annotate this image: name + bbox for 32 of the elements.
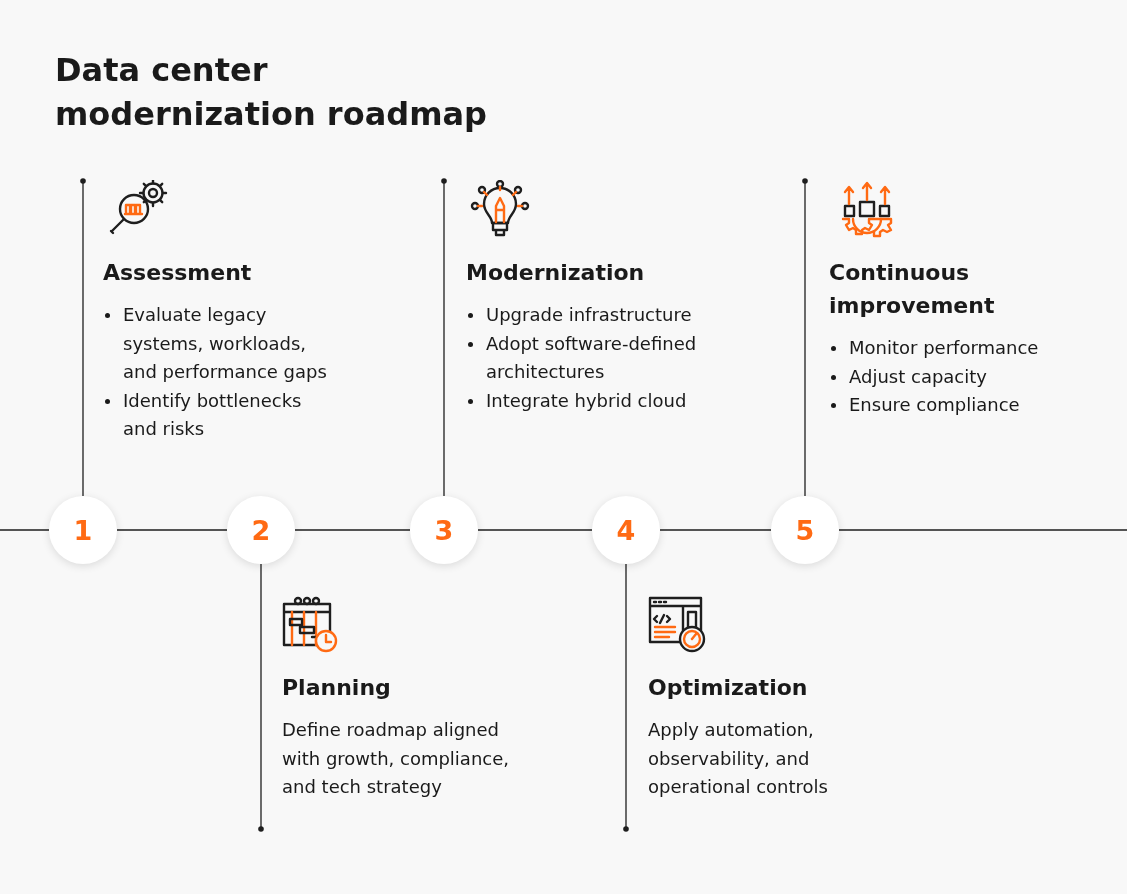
bullet-item: Adjust capacity [849, 365, 987, 387]
timeline-stem [802, 178, 808, 497]
stage-heading: Assessment [103, 259, 253, 287]
timeline-stem [441, 178, 447, 497]
timeline-stem [623, 563, 629, 832]
stage-heading: Modernization [466, 259, 646, 287]
bullet-item: Monitor performance [849, 337, 1039, 358]
step-number-circle: 3 [410, 496, 478, 564]
stage-heading: Planning [282, 674, 392, 702]
bullet-item: Identify bottlenecks and risks [123, 389, 302, 439]
timeline-line [477, 529, 593, 531]
stage-description: Define roadmap aligned with growth, compliance, and tech strategy [282, 718, 510, 799]
step-number-circle: 1 [49, 496, 117, 564]
bullet-item: Upgrade infrastructure [486, 304, 692, 325]
timeline-line [659, 529, 772, 531]
step-number-circle: 4 [592, 496, 660, 564]
timeline-line [116, 529, 228, 531]
stage-description: Apply automation, observability, and operational controls [648, 718, 829, 799]
bullet-item: Evaluate legacy systems, workloads, and performance gaps [123, 304, 327, 382]
title: Data center modernization roadmap [55, 50, 488, 135]
timeline-line [838, 529, 1127, 531]
bullet-item: Integrate hybrid cloud [486, 389, 687, 411]
bullet-item: Ensure compliance [849, 394, 1020, 415]
timeline-line [0, 529, 50, 531]
timeline-stem [258, 563, 264, 832]
step-number-circle: 5 [771, 496, 839, 564]
bullet-item: Adopt software-defined architectures [486, 332, 697, 382]
timeline-stem [80, 178, 86, 497]
stage-heading: Optimization [648, 674, 809, 702]
step-number-circle: 2 [227, 496, 295, 564]
timeline-line [294, 529, 411, 531]
stage-heading: Continuous improvement [829, 259, 996, 320]
